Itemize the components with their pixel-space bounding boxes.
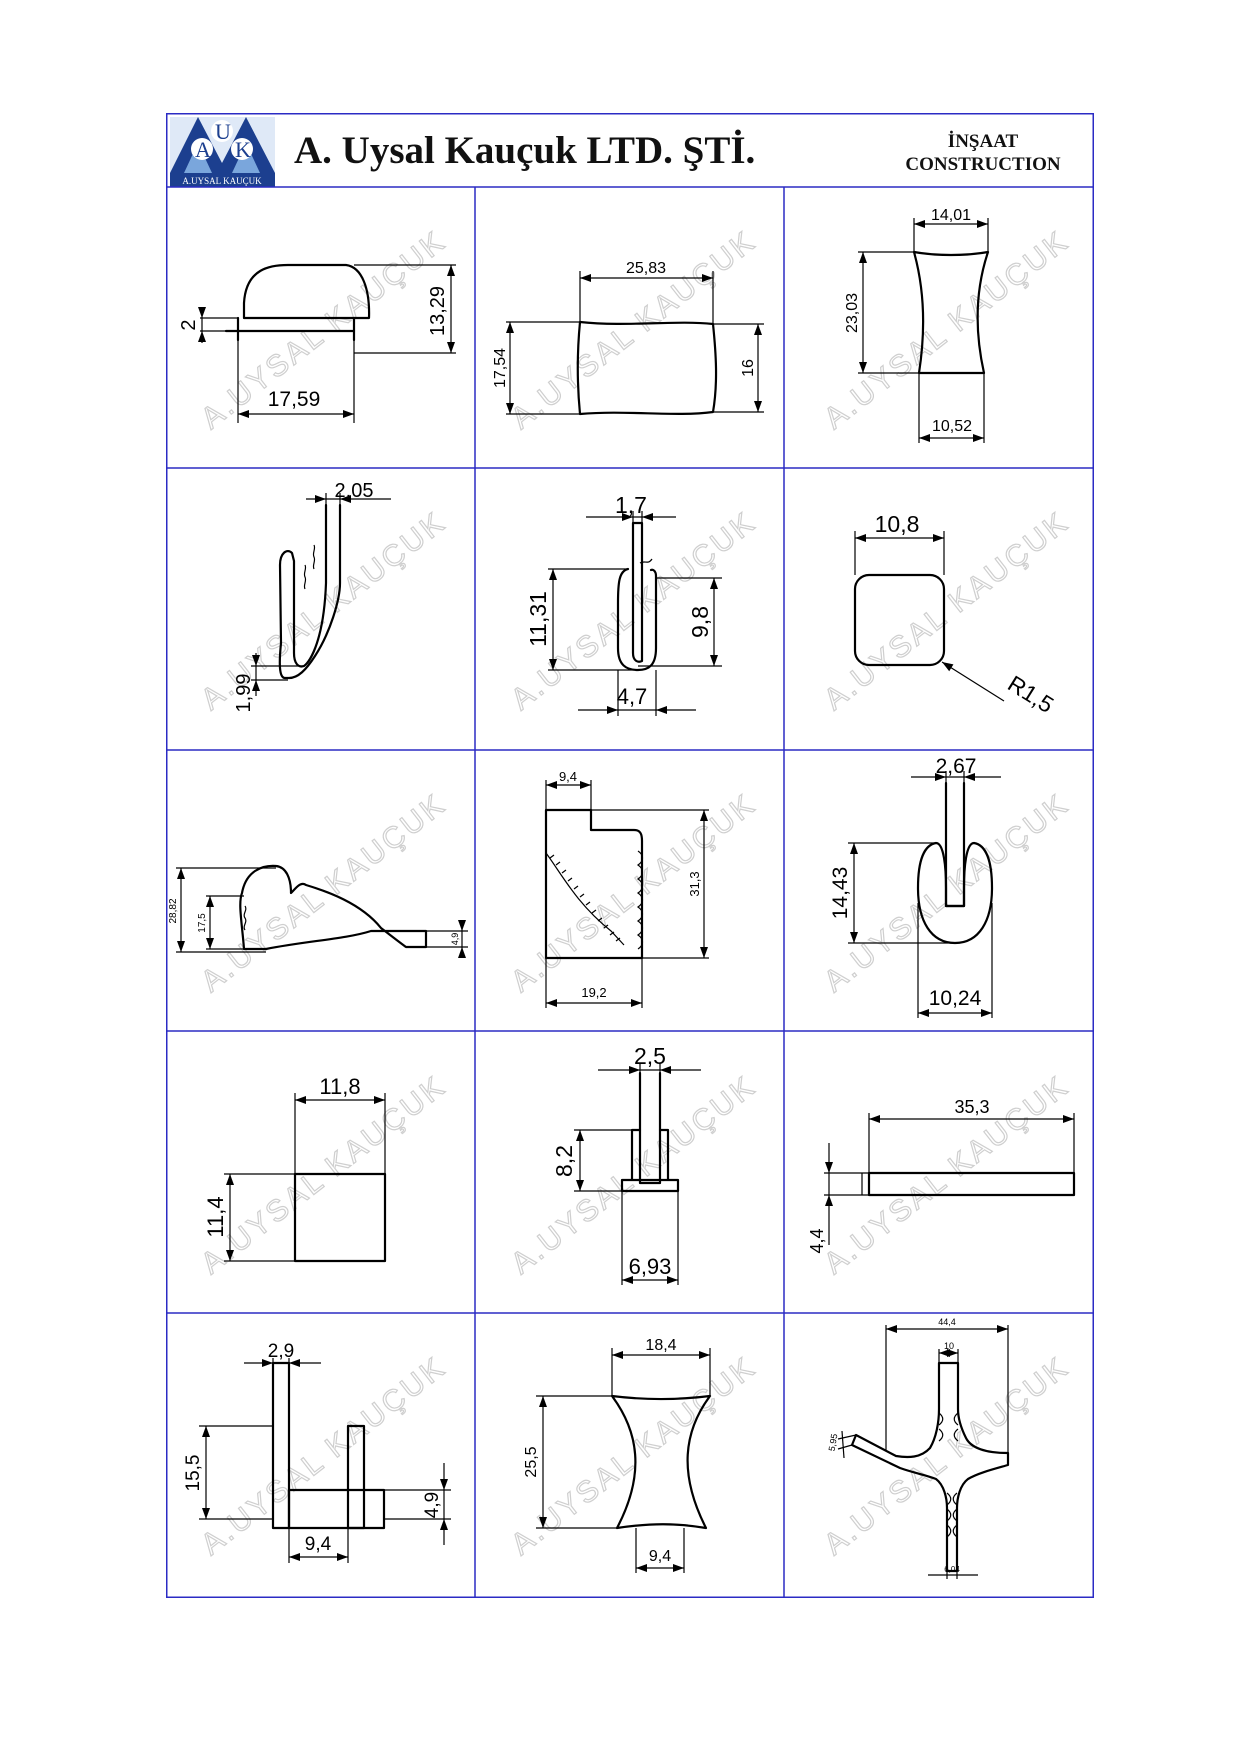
dimension-label: 5,95 [827,1433,840,1452]
watermark: A.UYSAL KAUÇUK [505,1350,762,1561]
logo-letter-k: K [235,137,251,162]
profile-cell-4: A.UYSAL KAUÇUK 2,05 1,99 [194,480,453,717]
profile-cell-1: A.UYSAL KAUÇUK 13,29 2 17,59 [178,224,456,436]
profile-cell-11: A.UYSAL KAUÇUK 2,5 8,2 6,93 [504,1043,763,1285]
profile-cell-8: A.UYSAL KAUÇUK 9,4 31,3 19,2 [504,769,763,1008]
dimension-label: 2,67 [936,755,977,778]
dimension-label: 25,83 [626,260,666,277]
profile-cell-10: A.UYSAL KAUÇUK 11,8 11,4 [194,1069,453,1282]
dimension-label: 31,3 [687,871,702,896]
dimension-label: 1,7 [615,492,647,518]
dimension-label: 16 [740,359,757,377]
catalog-drawing: A U K A.UYSAL KAUÇUK A. Uysal Kauçuk LTD… [166,113,1094,1598]
profile-cell-7: A.UYSAL KAUÇUK 28,82 17,5 4,9 [168,787,468,999]
dimension-label: 2,5 [634,1043,666,1069]
dimension-label: 19,2 [581,985,606,1000]
profile-cell-13: A.UYSAL KAUÇUK 2,9 15,5 4,9 9,4 [183,1341,453,1563]
dimension-label: 25,5 [523,1446,540,1477]
dimension-label: 28,82 [168,898,179,923]
watermark: A.UYSAL KAUÇUK [505,787,762,998]
profile-cell-6: A.UYSAL KAUÇUK 10,8 R1,5 [817,505,1076,718]
dimension-label: 17,54 [492,348,509,388]
watermark: A.UYSAL KAUÇUK [195,787,452,998]
dimension-label: 4,7 [617,684,648,709]
dimension-label: 4,4 [807,1228,827,1253]
dimension-label: 2 [178,319,200,330]
dimension-label: 9,4 [649,1548,671,1565]
dimension-label: 13,29 [427,286,449,336]
dimension-label: 10,52 [932,418,972,435]
header: A U K A.UYSAL KAUÇUK A. Uysal Kauçuk LTD… [170,117,1061,187]
dimension-label: 9,8 [687,606,713,638]
dimension-label: 10,8 [875,511,920,537]
dimension-label: 10 [944,1341,954,1351]
logo-letter-a: A [195,137,211,162]
dimension-label: 6,04 [944,1565,960,1574]
dimension-label: 10,24 [929,987,982,1010]
dimension-label: 35,3 [954,1097,989,1117]
dimension-label: 4,9 [450,933,460,946]
logo-subtitle: A.UYSAL KAUÇUK [182,176,262,186]
watermark: A.UYSAL KAUÇUK [818,1069,1075,1280]
logo-letter-u: U [215,119,231,144]
dimension-label: 2,9 [268,1341,294,1362]
dimension-label: 17,5 [197,913,208,933]
dimension-label: 14,01 [931,207,971,224]
dimension-label: 6,93 [629,1254,672,1279]
watermark: A.UYSAL KAUÇUK [505,224,762,435]
profile-cell-15: A.UYSAL KAUÇUK 44,4 10 5,95 6,04 [817,1317,1076,1579]
profile-cell-12: A.UYSAL KAUÇUK 4,4 35,3 [807,1069,1076,1282]
dimension-label: 18,4 [645,1337,676,1354]
grid-frame [166,113,1094,1598]
dimension-label: R1,5 [1003,670,1058,718]
dimension-label: 14,43 [829,867,852,920]
dimension-label: 4,9 [422,1492,443,1518]
dimension-label: 8,2 [551,1145,577,1177]
company-name: A. Uysal Kauçuk LTD. ŞTİ. [294,128,755,172]
category-en: CONSTRUCTION [905,154,1060,175]
profile-cell-14: A.UYSAL KAUÇUK 18,4 25,5 9,4 [504,1337,763,1573]
dimension-label: 11,31 [525,591,551,647]
profile-cell-3: A.UYSAL KAUÇUK 14,01 23,03 10,52 [817,207,1076,443]
dimension-label: 1,99 [233,674,255,713]
dimension-label: 11,8 [319,1074,360,1099]
dimension-label: 23,03 [844,293,861,333]
dimension-label: 2,05 [335,480,374,502]
dimension-label: 9,4 [559,769,577,784]
dimension-label: 9,4 [305,1534,332,1555]
profile-cell-5: A.UYSAL KAUÇUK 1,7 11,31 9,8 4,7 [504,492,763,717]
profile-cell-9: A.UYSAL KAUÇUK 2,67 14,43 10,24 [817,755,1076,1018]
dimension-label: 17,59 [268,388,321,411]
dimension-label: 11,4 [203,1196,228,1237]
dimension-label: 15,5 [183,1455,204,1492]
watermark: A.UYSAL KAUÇUK [505,1069,762,1280]
dimension-label: 44,4 [938,1317,956,1327]
category-tr: İNŞAAT [948,131,1019,152]
company-logo: A U K A.UYSAL KAUÇUK [170,117,275,187]
catalog-sheet: A U K A.UYSAL KAUÇUK A. Uysal Kauçuk LTD… [166,113,1094,1598]
watermark: A.UYSAL KAUÇUK [195,1350,452,1561]
watermark: A.UYSAL KAUÇUK [195,224,452,435]
profile-cell-2: A.UYSAL KAUÇUK 25,83 17,54 16 [492,224,764,436]
